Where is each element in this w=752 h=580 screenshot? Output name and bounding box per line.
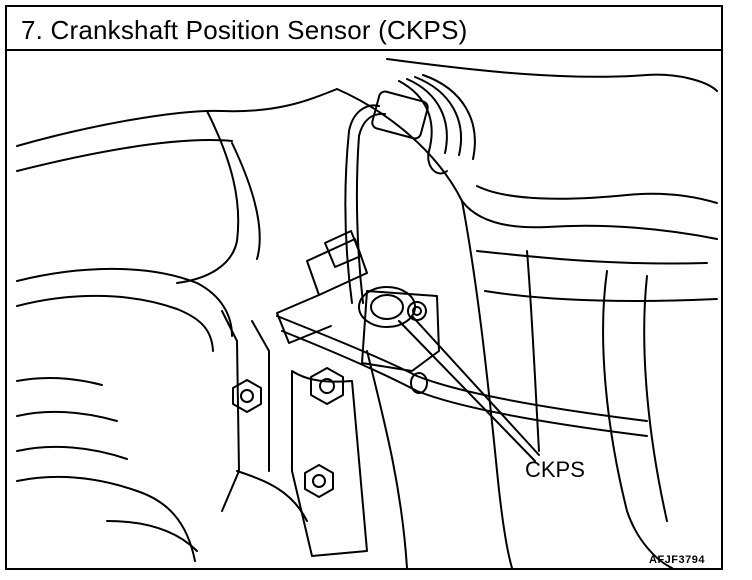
figure-frame: 7. Crankshaft Position Sensor (CKPS) xyxy=(5,5,723,570)
engine-illustration xyxy=(16,58,718,568)
bolt-lower xyxy=(304,464,334,498)
lower-left-casting xyxy=(16,267,233,337)
engine-block xyxy=(461,200,513,568)
sensor-bracket xyxy=(361,290,440,372)
bolt-left xyxy=(232,379,262,413)
ckps-leader-line xyxy=(411,315,540,456)
top-right-cylinder xyxy=(386,58,718,92)
ckps-label: CKPS xyxy=(525,457,585,482)
bolt-center xyxy=(310,367,344,405)
upper-housing xyxy=(16,88,338,147)
sensor-lead-wire xyxy=(344,104,380,304)
vertical-bracket xyxy=(221,310,240,512)
oil-pipe xyxy=(276,315,648,422)
wire-connector xyxy=(371,90,429,140)
figure-title: 7. Crankshaft Position Sensor (CKPS) xyxy=(21,15,468,45)
wire-loom xyxy=(398,80,448,175)
pipe-fitting xyxy=(306,238,368,296)
figure-id: AFJF3794 xyxy=(649,554,705,566)
figure-header: 7. Crankshaft Position Sensor (CKPS) xyxy=(7,7,721,51)
